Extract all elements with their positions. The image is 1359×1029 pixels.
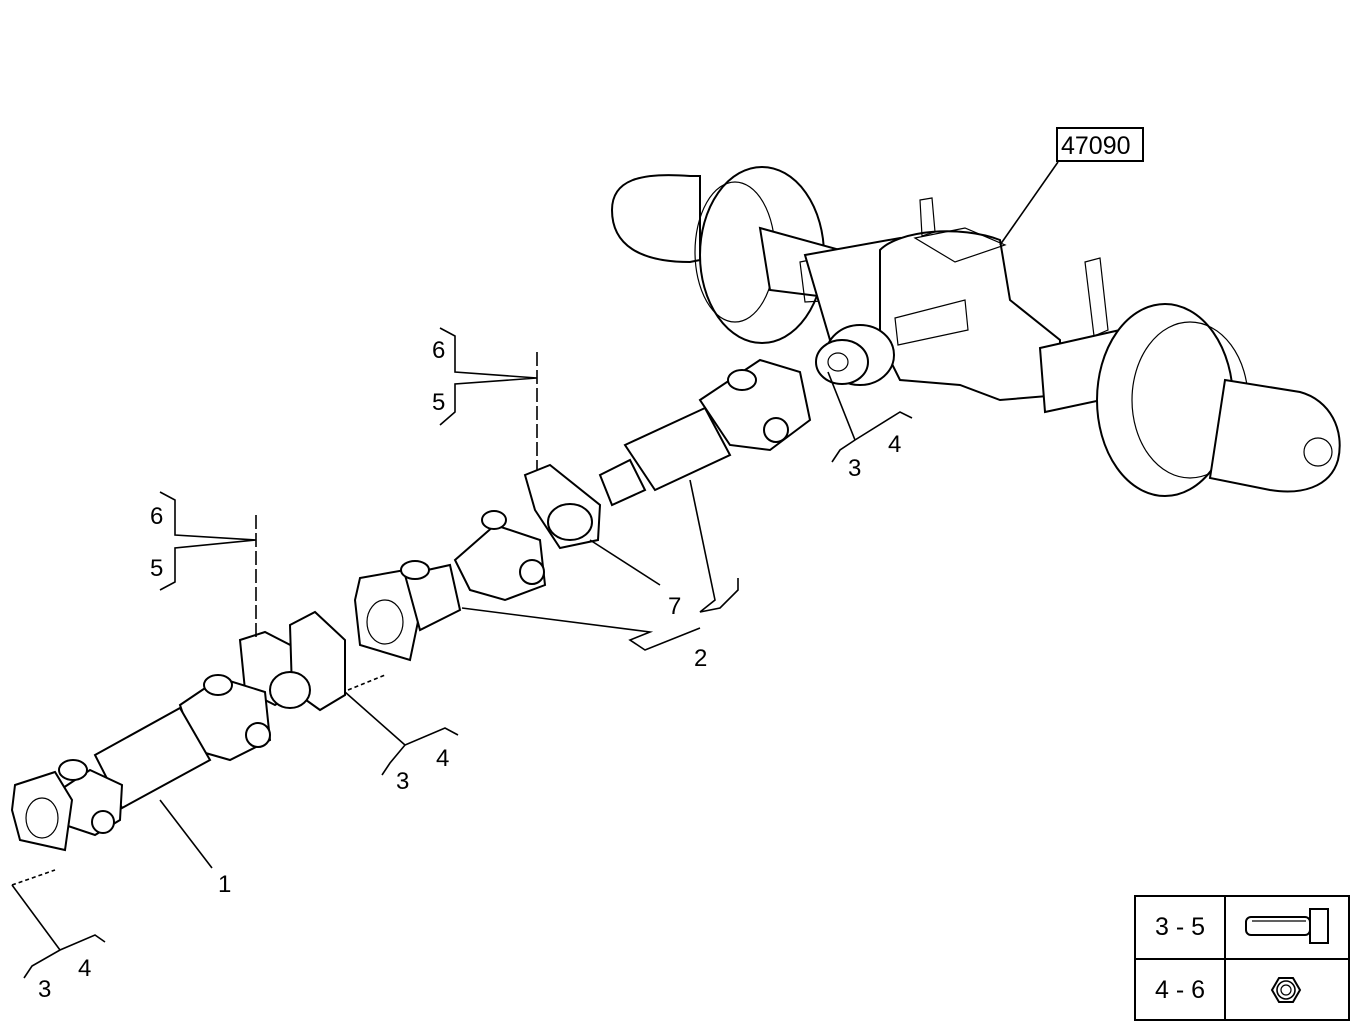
callout-4-front: 4	[78, 955, 91, 982]
front-propeller-shaft	[10, 610, 346, 852]
fastener-callouts	[11, 327, 913, 979]
fastener-legend: 3 - 5 4 - 6	[1134, 895, 1350, 1021]
legend-label-bolt: 3 - 5	[1136, 897, 1226, 958]
callout-3-middle: 3	[396, 768, 409, 795]
reference-box	[1056, 127, 1144, 162]
callout-labels: 47090 1 2 7 6 5 6 5 3 4 3 4 3 4	[38, 127, 1144, 1003]
callout-1: 1	[218, 871, 231, 898]
legend-row-bolt: 3 - 5	[1136, 897, 1348, 960]
callout-4-differential: 4	[888, 431, 901, 458]
callout-6-lower: 6	[150, 503, 163, 530]
callout-6-upper: 6	[432, 337, 445, 364]
callout-5-upper: 5	[432, 389, 445, 416]
bolt-icon	[1228, 897, 1348, 958]
reference-code: 47090	[1061, 132, 1131, 160]
callout-4-middle: 4	[436, 745, 449, 772]
nut-icon	[1228, 960, 1348, 1021]
callout-2: 2	[694, 645, 707, 672]
callout-7: 7	[668, 593, 681, 620]
callout-3-front: 3	[38, 976, 51, 1003]
legend-row-nut: 4 - 6	[1136, 960, 1348, 1021]
callout-5-lower: 5	[150, 555, 163, 582]
legend-label-nut: 4 - 6	[1136, 960, 1226, 1021]
callout-3-differential: 3	[848, 455, 861, 482]
rear-axle-assembly	[610, 161, 1341, 497]
rear-propeller-shaft	[353, 358, 812, 662]
